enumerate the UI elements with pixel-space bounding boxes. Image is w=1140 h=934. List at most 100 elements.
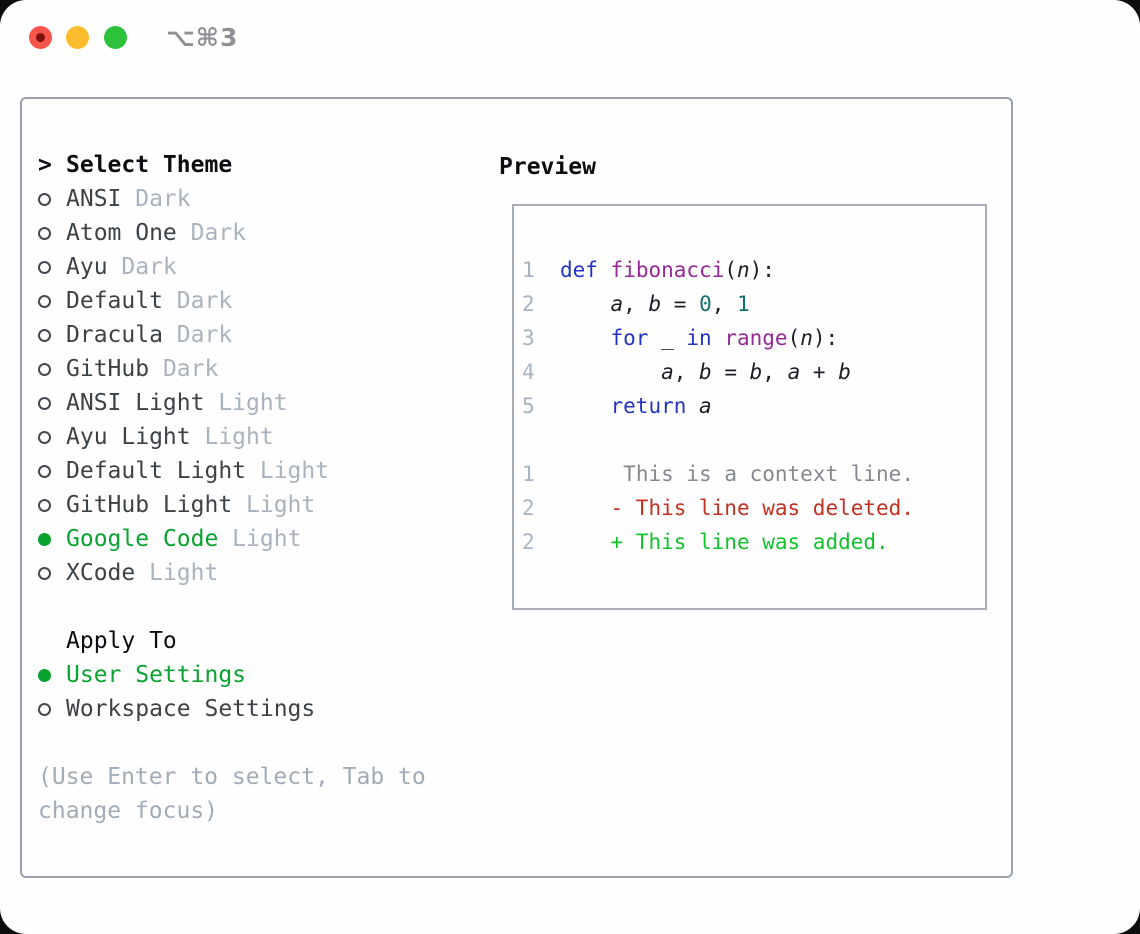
radio-selected-icon bbox=[38, 532, 51, 546]
code-token: b bbox=[648, 292, 662, 316]
code-token: a bbox=[699, 394, 712, 418]
code-token: n bbox=[737, 258, 750, 282]
radio-icon bbox=[38, 260, 51, 274]
code-token bbox=[535, 292, 611, 316]
option-label: User Settings bbox=[66, 662, 247, 688]
theme-option[interactable]: ANSI Dark bbox=[38, 182, 478, 216]
option-label: Atom One bbox=[66, 220, 177, 246]
code-token: for bbox=[610, 326, 649, 350]
radio-icon bbox=[38, 566, 51, 580]
radio-icon bbox=[38, 294, 51, 308]
theme-variant-label: Light bbox=[232, 492, 316, 518]
radio-icon bbox=[38, 498, 51, 512]
help-text: (Use Enter to select, Tab to change focu… bbox=[38, 760, 478, 828]
spacer bbox=[38, 590, 478, 624]
code-token bbox=[535, 360, 661, 384]
code-token bbox=[535, 394, 611, 418]
code-token: This is a context line. bbox=[623, 462, 914, 486]
code-token: ( bbox=[787, 326, 801, 350]
radio-selected-icon bbox=[38, 668, 51, 682]
preview-code-line: 1 def fibonacci(n): bbox=[522, 253, 985, 287]
theme-variant-label: Dark bbox=[162, 288, 233, 314]
theme-variant-label: Dark bbox=[162, 322, 233, 348]
theme-option[interactable]: Ayu Dark bbox=[38, 250, 478, 284]
option-label: Ayu Light bbox=[66, 424, 191, 450]
preview-code-line: 2 - This line was deleted. bbox=[522, 491, 985, 525]
theme-variant-label: Light bbox=[190, 424, 274, 450]
option-label: Ayu bbox=[66, 254, 108, 280]
code-token: + This line was added. bbox=[610, 530, 889, 554]
code-token: def bbox=[559, 258, 598, 282]
theme-option[interactable]: Default Dark bbox=[38, 284, 478, 318]
option-label: Default bbox=[66, 288, 163, 314]
theme-option[interactable]: Ayu Light Light bbox=[38, 420, 478, 454]
apply-to-header: Apply To bbox=[66, 628, 177, 654]
code-token: return bbox=[610, 394, 687, 418]
code-token: , bbox=[762, 360, 788, 384]
apply-option[interactable]: User Settings bbox=[38, 658, 478, 692]
window-shortcut-label: ⌥⌘3 bbox=[166, 23, 239, 52]
line-number: 4 bbox=[522, 360, 535, 384]
theme-option[interactable]: Dracula Dark bbox=[38, 318, 478, 352]
radio-icon bbox=[38, 430, 51, 444]
theme-variant-label: Light bbox=[218, 526, 302, 552]
radio-icon bbox=[38, 226, 51, 240]
zoom-button[interactable] bbox=[104, 26, 127, 49]
help-text-line2: change focus) bbox=[38, 798, 219, 824]
help-text-line1: (Use Enter to select, Tab to bbox=[38, 764, 426, 790]
code-token: in bbox=[686, 326, 712, 350]
radio-icon bbox=[38, 328, 51, 342]
line-number: 2 bbox=[522, 496, 535, 520]
preview-code-line: 2 + This line was added. bbox=[522, 525, 985, 559]
line-number: 3 bbox=[522, 326, 535, 350]
code-token: a bbox=[610, 292, 624, 316]
minimize-button[interactable] bbox=[66, 26, 89, 49]
select-theme-header: Select Theme bbox=[66, 152, 233, 178]
line-number: 5 bbox=[522, 394, 535, 418]
theme-option[interactable]: GitHub Dark bbox=[38, 352, 478, 386]
radio-icon bbox=[38, 192, 51, 206]
code-token bbox=[535, 496, 611, 520]
code-token: 1 bbox=[737, 292, 750, 316]
theme-option[interactable]: GitHub Light Light bbox=[38, 488, 478, 522]
theme-variant-label: Light bbox=[204, 390, 288, 416]
code-token: ): bbox=[749, 258, 775, 282]
option-label: Default Light bbox=[66, 458, 247, 484]
line-number: 2 bbox=[522, 292, 535, 316]
preview-code-line bbox=[522, 423, 985, 457]
code-token: range bbox=[724, 326, 788, 350]
option-label: XCode bbox=[66, 560, 136, 586]
code-token: - This line was deleted. bbox=[610, 496, 914, 520]
theme-option[interactable]: ANSI Light Light bbox=[38, 386, 478, 420]
code-token bbox=[712, 326, 725, 350]
option-label: Dracula bbox=[66, 322, 163, 348]
unsaved-dot-icon bbox=[36, 33, 45, 42]
theme-option[interactable]: XCode Light bbox=[38, 556, 478, 590]
code-token bbox=[535, 530, 611, 554]
code-token: _ bbox=[648, 326, 687, 350]
option-label: ANSI Light bbox=[66, 390, 205, 416]
theme-option[interactable]: Default Light Light bbox=[38, 454, 478, 488]
select-theme-header-row: > Select Theme bbox=[38, 148, 478, 182]
code-token: = bbox=[661, 292, 700, 316]
preview-code-line: 1 This is a context line. bbox=[522, 457, 985, 491]
code-token: ): bbox=[812, 326, 839, 350]
spacer bbox=[38, 726, 478, 760]
code-token: ( bbox=[724, 258, 737, 282]
option-label: ANSI bbox=[66, 186, 122, 212]
theme-option[interactable]: Atom One Dark bbox=[38, 216, 478, 250]
close-button[interactable] bbox=[29, 26, 52, 49]
theme-option[interactable]: Google Code Light bbox=[38, 522, 478, 556]
code-token bbox=[598, 258, 611, 282]
code-token bbox=[535, 326, 611, 350]
apply-option[interactable]: Workspace Settings bbox=[38, 692, 478, 726]
line-number: 2 bbox=[522, 530, 535, 554]
code-token: , bbox=[711, 292, 738, 316]
preview-code-line: 3 for _ in range(n): bbox=[522, 321, 985, 355]
code-token: n bbox=[800, 326, 813, 350]
